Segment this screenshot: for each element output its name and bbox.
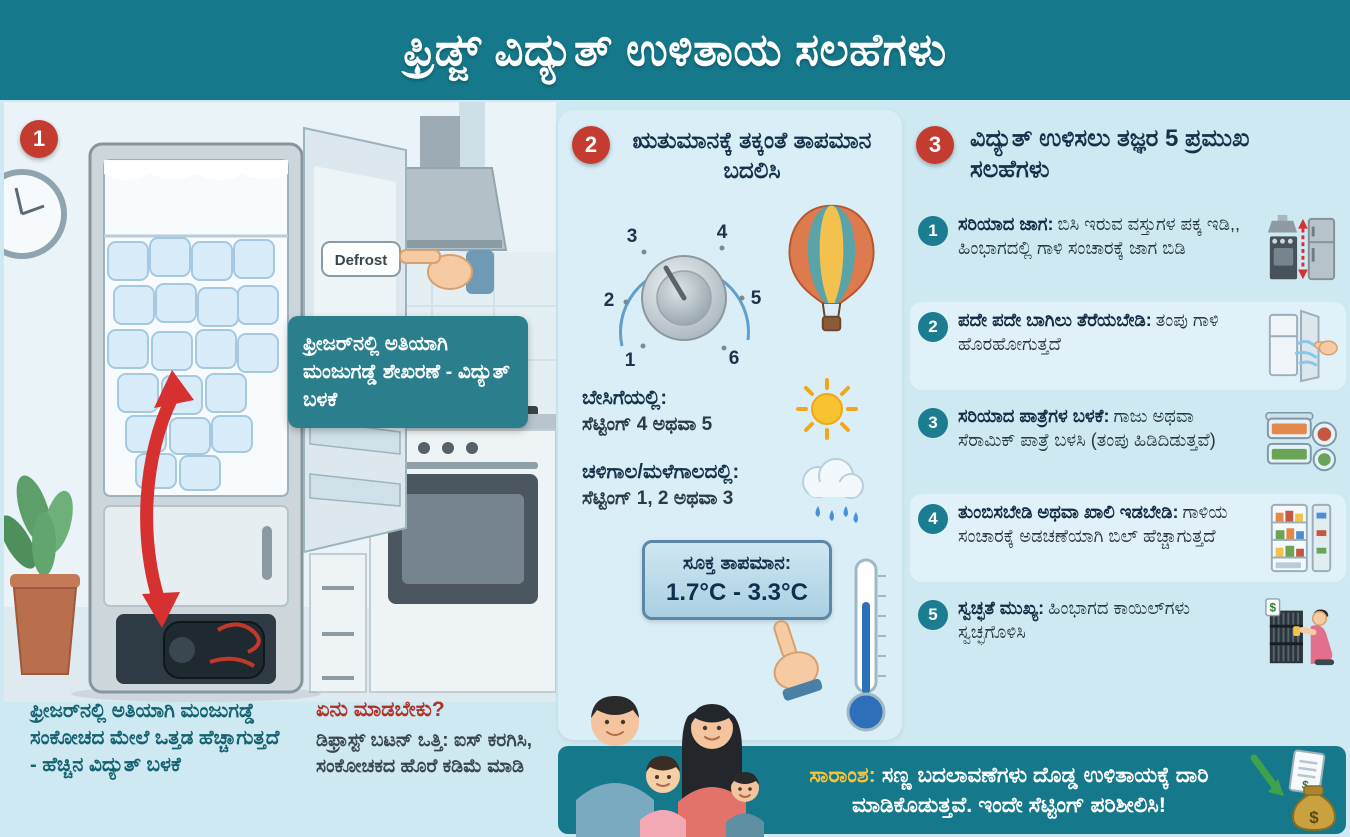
dial-numbers: 1 2 3 4 5 6 xyxy=(604,222,762,371)
summer-label: ಬೇಸಿಗೆಯಲ್ಲಿ: xyxy=(582,387,668,409)
summer-text: ಸೆಟ್ಟಿಂಗ್ 4 ಅಥವಾ 5 xyxy=(582,414,713,435)
section-3: 3 ವಿದ್ಯುತ್ ಉಳಿಸಲು ತಜ್ಞರ 5 ಪ್ರಮುಖ ಸಲಹೆಗಳು… xyxy=(908,112,1348,744)
kitchen-drawers xyxy=(309,553,367,693)
clean-coils-icon: $ xyxy=(1264,597,1338,671)
tip-3-text: ಸರಿಯಾದ ಪಾತ್ರೆಗಳ ಬಳಕೆ:ಗಾಜು ಅಥವಾ ಸೆರಾಮಿಕ್ … xyxy=(958,405,1254,453)
page-title: ಫ್ರಿಡ್ಜ್ ವಿದ್ಯುತ್ ಉಳಿತಾಯ ಸಲಹೆಗಳು xyxy=(403,23,947,75)
section-2: 2 ಋತುಮಾನಕ್ಕೆ ತಕ್ಕಂತೆ ತಾಪಮಾನ ಬದಲಿಸಿ 1 2 xyxy=(558,110,902,740)
fridge-illustration xyxy=(88,142,304,694)
tip-row-1: 1 ಸರಿಯಾದ ಜಾಗ:ಬಿಸಿ ಇರುವ ವಸ್ತುಗಳ ಪಕ್ಕ ಇಡಿ,… xyxy=(910,206,1346,294)
tip-2-number-badge: 2 xyxy=(918,312,948,342)
kitchen-scene-illustration: Defrost xyxy=(4,102,556,702)
kitchen-appliances-icon xyxy=(1264,213,1338,287)
tip-1-body: ಬಿಸಿ ಇರುವ ವಸ್ತುಗಳ ಪಕ್ಕ ಇಡಿ,, ಹಿಂಭಾಗದಲ್ಲಿ… xyxy=(958,214,1240,258)
section-3-heading: ವಿದ್ಯುತ್ ಉಳಿಸಲು ತಜ್ಞರ 5 ಪ್ರಮುಖ ಸಲಹೆಗಳು xyxy=(970,125,1250,183)
girl-figure xyxy=(640,756,686,837)
section-1: Defrost 1 ಫ್ರೀಜರ್‌ನಲ್ಲಿ ಅತಿಯಾಗಿ ಮಂಜುಗಡ್ಡ… xyxy=(4,102,556,702)
tip-4-lead: ತುಂಬಿಸಬೇಡಿ ಅಥವಾ ಖಾಲಿ ಇಡಬೇಡಿ: xyxy=(958,502,1179,522)
tip-3-body: ಗಾಜು ಅಥವಾ ಸೆರಾಮಿಕ್ ಪಾತ್ರೆ ಬಳಸಿ (ತಂಪು ಹಿಡ… xyxy=(958,406,1216,450)
todo-text: ಡಿಫ್ರಾಸ್ಟ್ ಬಟನ್ ಒತ್ತಿ: ಐಸ್ ಕರಗಿಸಿ, ಸಂಕೋಚ… xyxy=(316,730,533,777)
section-2-heading: ಋತುಮಾನಕ್ಕೆ ತಕ್ಕಂತೆ ತಾಪಮಾನ ಬದಲಿಸಿ xyxy=(632,127,872,183)
wall-clock-icon xyxy=(4,169,67,259)
boy-figure xyxy=(726,772,764,837)
tip-1-lead: ಸರಿಯಾದ ಜಾಗ: xyxy=(958,214,1054,234)
section-1-notes: ಫ್ರೀಜರ್‌ನಲ್ಲಿ ಅತಿಯಾಗಿ ಮಂಜುಗಡ್ಡೆ ಸಂಕೋಚದ ಮ… xyxy=(30,698,558,779)
tip-5-text: ಸ್ವಚ್ಛತೆ ಮುಖ್ಯ:ಹಿಂಭಾಗದ ಕಾಯಿಲ್‌ಗಳು ಸ್ವಚ್ಛ… xyxy=(958,597,1254,645)
tip-3-number-badge: 3 xyxy=(918,408,948,438)
optimal-temperature-display: ಸೂಕ್ತ ತಾಪಮಾನ: 1.7°C - 3.3°C xyxy=(642,540,832,620)
optimal-temp-value: 1.7°C - 3.3°C xyxy=(666,579,808,606)
freezer-ice-callout: ಫ್ರೀಜರ್‌ನಲ್ಲಿ ಅತಿಯಾಗಿ ಮಂಜುಗಡ್ಡೆ ಶೇಖರಣೆ -… xyxy=(288,316,528,428)
tip-row-3: 3 ಸರಿಯಾದ ಪಾತ್ರೆಗಳ ಬಳಕೆ:ಗಾಜು ಅಥವಾ ಸೆರಾಮಿಕ… xyxy=(910,398,1346,486)
thermometer-icon xyxy=(846,558,886,732)
winter-label: ಚಳಿಗಾಲ/ಮಳೆಗಾಲದಲ್ಲಿ: xyxy=(582,461,740,483)
open-fridge-door-icon xyxy=(1264,309,1338,383)
temperature-dial-icon: 1 2 3 4 5 6 xyxy=(604,222,762,371)
tip-5-lead: ಸ್ವಚ್ಛತೆ ಮುಖ್ಯ: xyxy=(958,598,1045,618)
family-illustration xyxy=(576,696,764,837)
tips-list: 1 ಸರಿಯಾದ ಜಾಗ:ಬಿಸಿ ಇರುವ ವಸ್ತುಗಳ ಪಕ್ಕ ಇಡಿ,… xyxy=(910,206,1346,678)
stocked-fridge-icon xyxy=(1264,501,1338,575)
tip-2-body: ತಂಪು ಗಾಳಿ ಹೊರಹೋಗುತ್ತದೆ xyxy=(958,310,1219,354)
todo-block: ಏನು ಮಾಡಬೇಕು? ಡಿಫ್ರಾಸ್ಟ್ ಬಟನ್ ಒತ್ತಿ: ಐಸ್ … xyxy=(316,698,558,779)
food-containers-icon xyxy=(1264,405,1338,479)
defrost-button-label: Defrost xyxy=(335,252,388,269)
tip-5-dollar-glyph: $ xyxy=(1270,602,1277,615)
tip-1-number-badge: 1 xyxy=(918,216,948,246)
dial-number-5: 5 xyxy=(751,288,762,309)
todo-heading: ಏನು ಮಾಡಬೇಕು? xyxy=(316,698,445,721)
step-1-badge: 1 xyxy=(20,120,58,158)
sun-icon xyxy=(796,378,858,440)
tip-1-text: ಸರಿಯಾದ ಜಾಗ:ಬಿಸಿ ಇರುವ ವಸ್ತುಗಳ ಪಕ್ಕ ಇಡಿ,, … xyxy=(958,213,1254,261)
dad-figure xyxy=(576,696,654,837)
compressor-icon xyxy=(163,621,265,679)
pointing-finger-icon xyxy=(773,620,823,701)
tip-4-number-badge: 4 xyxy=(918,504,948,534)
winter-text: ಸೆಟ್ಟಿಂಗ್ 1, 2 ಅಥವಾ 3 xyxy=(582,488,734,509)
dial-number-2: 2 xyxy=(604,290,615,311)
money-bag-icon: $ xyxy=(1291,785,1337,832)
dial-number-3: 3 xyxy=(627,226,638,247)
step-2-badge: 2 xyxy=(572,126,610,164)
summary-text-block: ಸಾರಾಂಶ: ಸಣ್ಣ ಬದಲಾವಣೆಗಳು ದೊಡ್ಡ ಉಳಿತಾಯಕ್ಕೆ… xyxy=(558,760,1346,820)
problem-text: ಫ್ರೀಜರ್‌ನಲ್ಲಿ ಅತಿಯಾಗಿ ಮಂಜುಗಡ್ಡೆ ಸಂಕೋಚದ ಮ… xyxy=(30,700,280,776)
tip-row-4: 4 ತುಂಬಿಸಬೇಡಿ ಅಥವಾ ಖಾಲಿ ಇಡಬೇಡಿ:ಗಾಳಿಯ ಸಂಚಾ… xyxy=(910,494,1346,582)
hot-air-balloon-icon xyxy=(788,204,875,332)
savings-icons: $ $ xyxy=(1250,749,1337,832)
tip-row-2: 2 ಪದೇ ಪದೇ ಬಾಗಿಲು ತೆರೆಯಬೇಡಿ:ತಂಪು ಗಾಳಿ ಹೊರ… xyxy=(910,302,1346,390)
step-3-badge: 3 xyxy=(916,126,954,164)
tip-4-body: ಗಾಳಿಯ ಸಂಚಾರಕ್ಕೆ ಅಡಚಣೆಯಾಗಿ ಬಿಲ್ ಹೆಚ್ಚಾಗುತ… xyxy=(958,502,1228,546)
tip-2-text: ಪದೇ ಪದೇ ಬಾಗಿಲು ತೆರೆಯಬೇಡಿ:ತಂಪು ಗಾಳಿ ಹೊರಹೋ… xyxy=(958,309,1254,357)
summary-label: ಸಾರಾಂಶ: xyxy=(809,762,876,787)
decrease-arrow-icon xyxy=(1250,754,1284,796)
summary-body: ಸಣ್ಣ ಬದಲಾವಣೆಗಳು ದೊಡ್ಡ ಉಳಿತಾಯಕ್ಕೆ ದಾರಿ ಮಾ… xyxy=(852,762,1209,817)
document-dollar-glyph: $ xyxy=(1301,778,1310,793)
tip-5-body: ಹಿಂಭಾಗದ ಕಾಯಿಲ್‌ಗಳು ಸ್ವಚ್ಛಗೊಳಿಸಿ xyxy=(958,598,1191,642)
dial-number-4: 4 xyxy=(717,222,728,243)
range-hood-icon xyxy=(380,116,508,251)
tip-5-number-badge: 5 xyxy=(918,600,948,630)
dial-number-6: 6 xyxy=(729,348,740,369)
tip-2-lead: ಪದೇ ಪದೇ ಬಾಗಿಲು ತೆರೆಯಬೇಡಿ: xyxy=(958,310,1152,330)
moneybag-dollar-glyph: $ xyxy=(1309,808,1319,827)
tip-row-5: 5 ಸ್ವಚ್ಛತೆ ಮುಖ್ಯ:ಹಿಂಭಾಗದ ಕಾಯಿಲ್‌ಗಳು ಸ್ವಚ… xyxy=(910,590,1346,678)
pointing-hand-icon xyxy=(399,249,494,294)
pressure-arrow-icon xyxy=(140,370,194,628)
tip-4-text: ತುಂಬಿಸಬೇಡಿ ಅಥವಾ ಖಾಲಿ ಇಡಬೇಡಿ:ಗಾಳಿಯ ಸಂಚಾರಕ… xyxy=(958,501,1254,549)
optimal-temp-label: ಸೂಕ್ತ ತಾಪಮಾನ: xyxy=(682,553,792,574)
defrost-button: Defrost xyxy=(321,241,401,277)
rain-cloud-icon xyxy=(802,458,864,523)
dial-number-1: 1 xyxy=(625,350,636,371)
tip-3-lead: ಸರಿಯಾದ ಪಾತ್ರೆಗಳ ಬಳಕೆ: xyxy=(958,406,1110,426)
plant-icon xyxy=(4,475,80,675)
header-banner: ಫ್ರಿಡ್ಜ್ ವಿದ್ಯುತ್ ಉಳಿತಾಯ ಸಲಹೆಗಳು xyxy=(0,0,1350,100)
